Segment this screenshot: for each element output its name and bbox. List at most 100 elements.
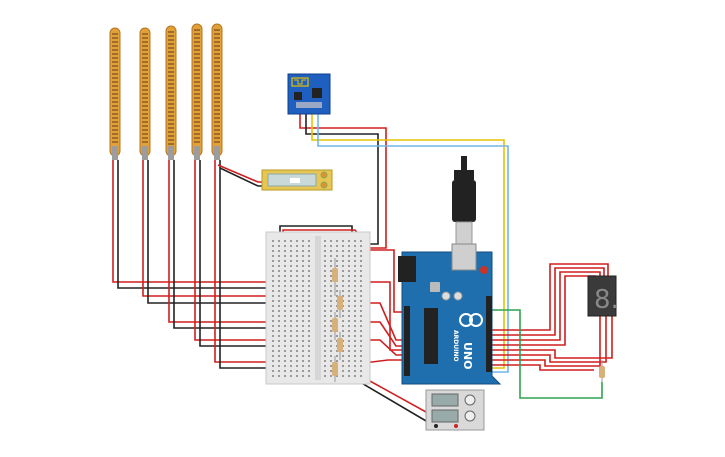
breadboard-hole <box>342 355 344 357</box>
breadboard-hole <box>284 305 286 307</box>
resistor-3[interactable] <box>332 312 338 340</box>
breadboard-hole <box>308 250 310 252</box>
atmega-chip <box>424 308 438 364</box>
breadboard-hole <box>324 265 326 267</box>
breadboard-hole <box>296 320 298 322</box>
breadboard-hole <box>290 340 292 342</box>
lcd-display[interactable] <box>261 169 333 191</box>
breadboard-hole <box>354 340 356 342</box>
breadboard-hole <box>360 345 362 347</box>
breadboard-hole <box>348 250 350 252</box>
breadboard-hole <box>296 295 298 297</box>
breadboard-hole <box>342 295 344 297</box>
segment-resistor[interactable] <box>599 360 605 382</box>
breadboard-hole <box>348 320 350 322</box>
breadboard-hole <box>284 270 286 272</box>
breadboard-hole <box>302 285 304 287</box>
wire-esp-blue <box>317 114 509 373</box>
breadboard-hole <box>290 320 292 322</box>
resistor-1[interactable] <box>332 258 338 296</box>
breadboard-hole <box>348 255 350 257</box>
breadboard-hole <box>308 325 310 327</box>
breadboard-hole <box>324 360 326 362</box>
breadboard-hole <box>308 375 310 377</box>
breadboard-hole <box>284 280 286 282</box>
breadboard-hole <box>360 355 362 357</box>
breadboard-hole <box>342 320 344 322</box>
breadboard-hole <box>302 245 304 247</box>
flex-sensor-5[interactable] <box>211 23 223 160</box>
breadboard-hole <box>324 250 326 252</box>
breadboard-hole <box>330 320 332 322</box>
breadboard-hole <box>348 360 350 362</box>
breadboard-hole <box>348 260 350 262</box>
breadboard-hole <box>272 255 274 257</box>
breadboard-hole <box>308 255 310 257</box>
breadboard-hole <box>348 295 350 297</box>
breadboard-hole <box>278 375 280 377</box>
breadboard-hole <box>342 315 344 317</box>
breadboard-hole <box>272 265 274 267</box>
breadboard-hole <box>324 325 326 327</box>
breadboard-hole <box>348 370 350 372</box>
breadboard-hole <box>284 350 286 352</box>
wifi-module[interactable] <box>287 73 331 115</box>
breadboard-hole <box>284 375 286 377</box>
breadboard-hole <box>290 305 292 307</box>
breadboard-hole <box>342 370 344 372</box>
breadboard-hole <box>278 350 280 352</box>
wire-sensor2-red <box>142 160 278 297</box>
breadboard-hole <box>324 305 326 307</box>
breadboard-hole <box>330 375 332 377</box>
resistor-4[interactable] <box>337 332 343 360</box>
breadboard-hole <box>272 320 274 322</box>
breadboard-hole <box>336 335 338 337</box>
power-supply[interactable] <box>425 389 485 431</box>
seven-segment-display[interactable]: 8. <box>587 275 619 317</box>
breadboard-hole <box>336 285 338 287</box>
breadboard[interactable] <box>265 231 371 385</box>
breadboard-hole <box>296 360 298 362</box>
breadboard-hole <box>290 365 292 367</box>
breadboard-hole <box>360 260 362 262</box>
breadboard-hole <box>284 295 286 297</box>
breadboard-hole <box>284 325 286 327</box>
usb-cable[interactable] <box>452 156 476 245</box>
resistor-5[interactable] <box>332 356 338 382</box>
breadboard-hole <box>296 300 298 302</box>
breadboard-hole <box>308 270 310 272</box>
breadboard-hole <box>290 315 292 317</box>
breadboard-hole <box>360 340 362 342</box>
flex-sensor-2[interactable] <box>139 27 151 160</box>
breadboard-hole <box>296 345 298 347</box>
flex-sensor-1[interactable] <box>109 27 121 160</box>
breadboard-hole <box>360 320 362 322</box>
resistor-2[interactable] <box>337 290 343 318</box>
breadboard-hole <box>354 280 356 282</box>
breadboard-hole <box>360 295 362 297</box>
breadboard-hole <box>354 365 356 367</box>
flex-sensor-4[interactable] <box>191 23 203 160</box>
breadboard-hole <box>272 340 274 342</box>
breadboard-hole <box>336 360 338 362</box>
wire-seg-3 <box>492 271 601 341</box>
breadboard-hole <box>272 325 274 327</box>
breadboard-hole <box>272 260 274 262</box>
usb-port-icon <box>451 243 477 271</box>
breadboard-hole <box>278 280 280 282</box>
breadboard-hole <box>302 260 304 262</box>
breadboard-hole <box>324 310 326 312</box>
breadboard-hole <box>342 310 344 312</box>
breadboard-hole <box>302 255 304 257</box>
breadboard-hole <box>324 295 326 297</box>
breadboard-hole <box>272 305 274 307</box>
breadboard-hole <box>302 305 304 307</box>
breadboard-hole <box>336 355 338 357</box>
breadboard-hole <box>354 315 356 317</box>
breadboard-hole <box>290 270 292 272</box>
breadboard-hole <box>272 275 274 277</box>
arduino-uno[interactable]: ARDUINO UNO <box>398 243 502 385</box>
breadboard-hole <box>302 335 304 337</box>
breadboard-hole <box>330 270 332 272</box>
breadboard-hole <box>354 320 356 322</box>
